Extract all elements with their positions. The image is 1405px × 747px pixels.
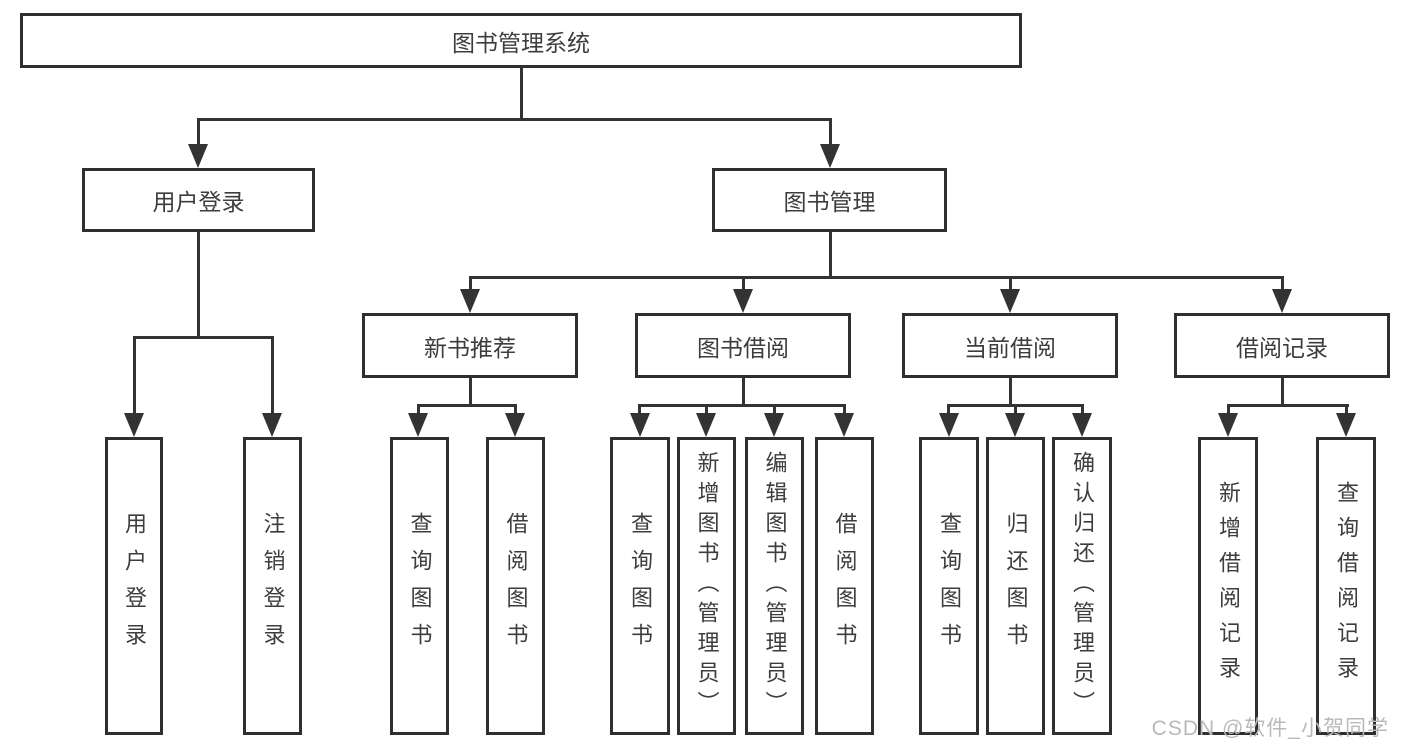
leaf-add-borrow-record: 新增借阅记录 <box>1198 437 1258 735</box>
leaf-return-books: 归还图书 <box>986 437 1045 735</box>
connector-line <box>197 232 200 338</box>
leaf-confirm-return-admin-label: 确认归还（管理员） <box>1070 451 1095 721</box>
leaf-add-borrow-record-label: 新增借阅记录 <box>1216 481 1241 691</box>
connector-line <box>469 276 472 294</box>
node-book-borrow: 图书借阅 <box>635 313 851 378</box>
node-root: 图书管理系统 <box>20 13 1022 68</box>
leaf-add-books-admin: 新增图书（管理员） <box>677 437 736 735</box>
connector-line <box>1281 378 1284 406</box>
node-borrow-records: 借阅记录 <box>1174 313 1390 378</box>
arrow-down-icon <box>1272 289 1292 313</box>
node-borrow-records-label: 借阅记录 <box>1236 334 1328 361</box>
connector-line <box>271 336 274 416</box>
node-book-mgmt-label: 图书管理 <box>783 189 876 215</box>
leaf-query-books-2-label: 查询图书 <box>628 512 653 660</box>
arrow-down-icon <box>1336 413 1356 437</box>
arrow-down-icon <box>696 413 716 437</box>
leaf-borrow-books-1-label: 借阅图书 <box>503 512 529 660</box>
connector-line <box>1009 276 1012 294</box>
connector-line <box>1014 404 1017 416</box>
connector-line <box>829 232 832 278</box>
arrow-down-icon <box>939 413 959 437</box>
arrow-down-icon <box>188 144 208 168</box>
arrow-down-icon <box>630 413 650 437</box>
arrow-down-icon <box>834 413 854 437</box>
leaf-logout: 注销登录 <box>243 437 302 735</box>
connector-line <box>773 404 776 416</box>
leaf-return-books-label: 归还图书 <box>1003 512 1029 660</box>
connector-line <box>1081 404 1084 416</box>
connector-line <box>705 404 708 416</box>
node-new-book-rec-label: 新书推荐 <box>424 334 516 361</box>
connector-line <box>843 404 846 416</box>
arrow-down-icon <box>764 413 784 437</box>
connector-line <box>1227 404 1230 416</box>
arrow-down-icon <box>820 144 840 168</box>
leaf-query-books-3: 查询图书 <box>919 437 979 735</box>
leaf-borrow-books-2: 借阅图书 <box>815 437 874 735</box>
arrow-down-icon <box>733 289 753 313</box>
connector-line <box>469 378 472 406</box>
connector-line <box>1345 404 1348 416</box>
arrow-down-icon <box>262 413 282 437</box>
connector-line <box>197 118 200 148</box>
arrow-down-icon <box>124 413 144 437</box>
connector-line <box>417 404 420 416</box>
connector-line <box>514 404 517 416</box>
leaf-query-books-1: 查询图书 <box>390 437 449 735</box>
connector-line <box>417 404 517 407</box>
node-root-label: 图书管理系统 <box>452 29 590 56</box>
leaf-query-books-1-label: 查询图书 <box>407 512 433 660</box>
leaf-borrow-books-2-label: 借阅图书 <box>832 512 858 660</box>
csdn-watermark: CSDN @软件_小贺同学 <box>1151 717 1389 740</box>
leaf-user-login-label: 用户登录 <box>122 512 147 660</box>
connector-line <box>133 336 274 339</box>
node-user-login-label: 用户登录 <box>152 189 245 215</box>
connector-line <box>197 118 832 121</box>
connector-line <box>742 276 745 294</box>
connector-line <box>1281 276 1284 294</box>
node-book-mgmt: 图书管理 <box>712 168 947 232</box>
arrow-down-icon <box>408 413 428 437</box>
connector-line <box>638 404 641 416</box>
node-book-borrow-label: 图书借阅 <box>697 334 789 361</box>
connector-line <box>829 118 832 148</box>
node-current-borrow-label: 当前借阅 <box>964 334 1056 361</box>
connector-line <box>1227 404 1349 407</box>
leaf-edit-books-admin-label: 编辑图书（管理员） <box>762 451 788 721</box>
leaf-edit-books-admin: 编辑图书（管理员） <box>745 437 804 735</box>
arrow-down-icon <box>1000 289 1020 313</box>
leaf-logout-label: 注销登录 <box>260 512 286 660</box>
arrow-down-icon <box>1005 413 1025 437</box>
connector-line <box>520 68 523 120</box>
leaf-query-borrow-record: 查询借阅记录 <box>1316 437 1376 735</box>
node-user-login: 用户登录 <box>82 168 315 232</box>
leaf-add-books-admin-label: 新增图书（管理员） <box>694 451 720 721</box>
connector-line <box>133 336 136 416</box>
node-current-borrow: 当前借阅 <box>902 313 1118 378</box>
leaf-confirm-return-admin: 确认归还（管理员） <box>1052 437 1112 735</box>
leaf-query-books-2: 查询图书 <box>610 437 670 735</box>
connector-line <box>469 276 1283 279</box>
connector-line <box>742 378 745 406</box>
connector-line <box>1009 378 1012 406</box>
leaf-borrow-books-1: 借阅图书 <box>486 437 545 735</box>
connector-line <box>947 404 950 416</box>
arrow-down-icon <box>460 289 480 313</box>
arrow-down-icon <box>1072 413 1092 437</box>
leaf-query-borrow-record-label: 查询借阅记录 <box>1334 481 1359 691</box>
node-new-book-rec: 新书推荐 <box>362 313 578 378</box>
arrow-down-icon <box>1218 413 1238 437</box>
leaf-query-books-3-label: 查询图书 <box>937 512 962 660</box>
arrow-down-icon <box>505 413 525 437</box>
leaf-user-login: 用户登录 <box>105 437 163 735</box>
connector-line <box>638 404 846 407</box>
